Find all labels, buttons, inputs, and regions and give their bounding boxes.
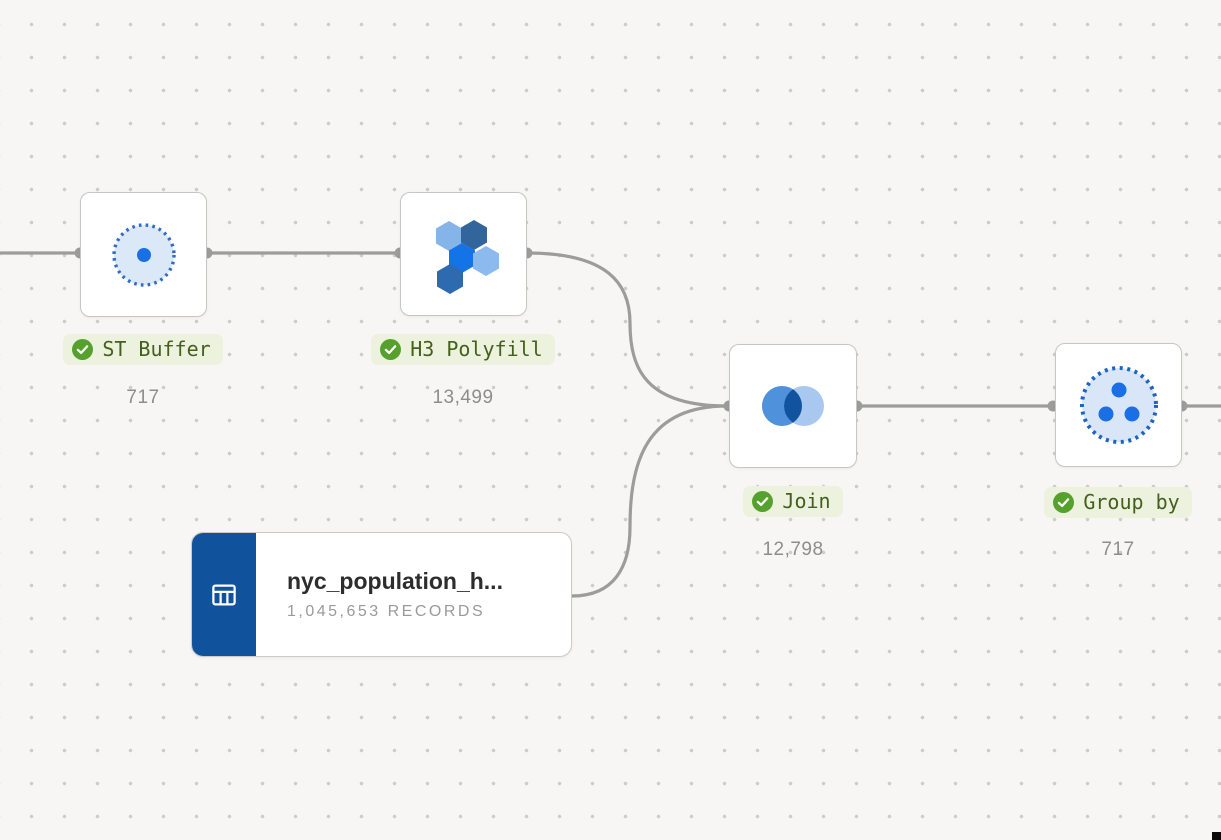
check-icon (380, 338, 402, 360)
node-label: Join (782, 489, 831, 513)
node-label: H3 Polyfill (410, 337, 543, 361)
status-pill-h3-polyfill: H3 Polyfill (371, 334, 555, 365)
table-title: nyc_population_h... (287, 568, 503, 594)
label-row-group-by: Group by (988, 487, 1221, 518)
label-row-h3-polyfill: H3 Polyfill (333, 334, 593, 365)
node-count-join: 12,798 (762, 539, 824, 560)
check-icon (72, 338, 94, 360)
buffer-icon (111, 222, 176, 287)
join-venn-icon (762, 386, 824, 426)
node-label: ST Buffer (102, 337, 211, 361)
check-icon (1053, 491, 1075, 513)
status-pill-join: Join (743, 486, 843, 517)
node-st-buffer[interactable] (80, 192, 207, 317)
edge-table-to-join (571, 404, 728, 598)
edge-h3-to-join (526, 251, 728, 408)
status-pill-st-buffer: ST Buffer (63, 334, 223, 365)
table-icon-badge (192, 533, 256, 656)
node-source-table[interactable]: nyc_population_h... 1,045,653 RECORDS (191, 532, 572, 657)
node-count-group-by: 717 (1101, 539, 1135, 560)
group-by-icon (1079, 366, 1158, 444)
h3-polyfill-icon (435, 220, 499, 294)
label-row-join: Join (663, 486, 923, 517)
node-h3-polyfill[interactable] (400, 192, 527, 316)
status-pill-group-by: Group by (1044, 487, 1192, 518)
node-group-by[interactable] (1055, 343, 1182, 467)
node-label: Group by (1083, 490, 1180, 514)
node-join[interactable] (729, 344, 857, 468)
cropped-ui-fragment (1212, 832, 1221, 840)
label-row-st-buffer: ST Buffer (13, 334, 273, 365)
node-count-st-buffer: 717 (126, 387, 160, 408)
table-records-count: 1,045,653 RECORDS (287, 603, 486, 620)
table-icon (212, 584, 236, 605)
check-icon (752, 490, 774, 512)
node-count-h3-polyfill: 13,499 (432, 387, 494, 408)
